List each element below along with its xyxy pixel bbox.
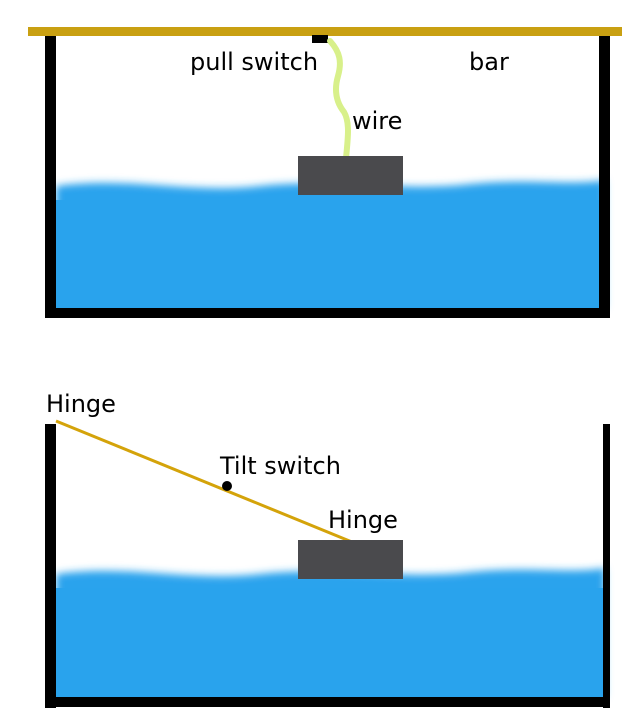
- bottom-water: [56, 568, 605, 697]
- pull-switch-label: pull switch: [190, 48, 318, 76]
- top-tank: [45, 35, 610, 318]
- bottom-tank: [45, 424, 610, 708]
- wire: [327, 38, 351, 161]
- hinge-float-label: Hinge: [328, 506, 398, 534]
- top-float-block: [298, 156, 403, 195]
- tilt-switch-label: Tilt switch: [219, 452, 341, 480]
- top-bar: [28, 27, 622, 36]
- tilt-switch-icon: [222, 481, 232, 491]
- tilt-arm: [55, 419, 353, 544]
- top-diagram: pull switch bar wire: [28, 27, 622, 318]
- hinge-left-label: Hinge: [46, 390, 116, 418]
- top-water: [56, 180, 605, 308]
- bottom-diagram: Hinge Tilt switch Hinge: [45, 390, 610, 708]
- bar-label: bar: [469, 48, 509, 76]
- wire-label: wire: [352, 107, 402, 135]
- pull-switch-icon: [312, 35, 328, 43]
- bottom-float-block: [298, 540, 403, 579]
